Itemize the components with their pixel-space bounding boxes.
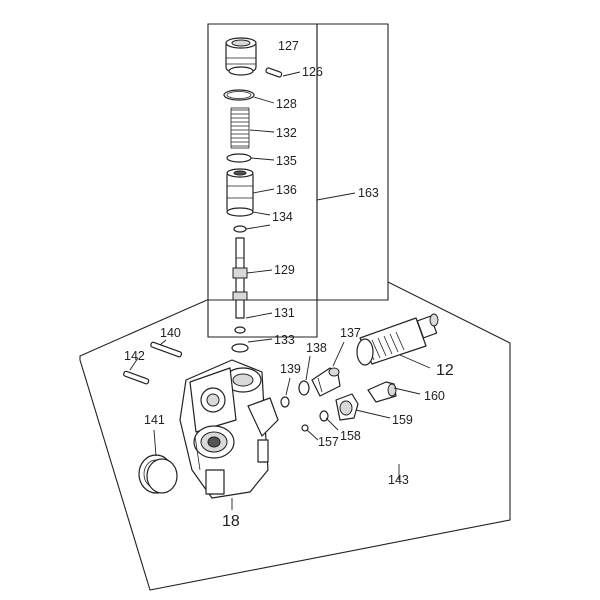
label-160: 160 [424,389,445,403]
label-142: 142 [124,349,145,363]
fitting-137 [311,367,341,397]
pin-140 [150,341,183,358]
washer-135 [226,153,252,163]
label-136: 136 [276,183,297,197]
label-127: 127 [278,39,299,53]
label-128: 128 [276,97,297,111]
o-ring-139 [280,396,290,408]
label-163: 163 [358,186,379,200]
spring-132 [230,107,250,149]
label-12: 12 [436,362,454,379]
kit-163-frame [207,23,318,338]
o-ring-134 [233,225,247,233]
label-133: 133 [274,333,295,347]
label-126: 126 [302,65,323,79]
label-134: 134 [272,210,293,224]
label-132: 132 [276,126,297,140]
screw-160 [367,381,397,403]
unloader-12 [356,313,439,366]
pin-142 [123,370,150,385]
label-18: 18 [222,513,240,530]
pump-body-18 [179,359,279,499]
label-135: 135 [276,154,297,168]
o-ring-131 [234,326,246,334]
washer-158 [319,410,329,422]
label-140: 140 [160,326,181,340]
label-157: 157 [318,435,339,449]
label-141: 141 [144,413,165,427]
label-131: 131 [274,306,295,320]
washer-133 [231,343,249,353]
kit-143-frame [79,23,511,591]
o-ring-138 [298,380,310,396]
ball-157 [301,424,309,432]
label-129: 129 [274,263,295,277]
cap-nut-159 [335,393,359,421]
seal-ring-141 [138,454,178,494]
valve-cap-127 [225,37,257,76]
label-159: 159 [392,413,413,427]
label-143: 143 [388,473,409,487]
label-137: 137 [340,326,361,340]
valve-stem-129 [232,237,248,319]
leader-lines [129,71,431,510]
pin-126 [265,67,283,78]
label-138: 138 [306,341,327,355]
label-158: 158 [340,429,361,443]
label-139: 139 [280,362,301,376]
valve-body-136 [226,168,254,217]
